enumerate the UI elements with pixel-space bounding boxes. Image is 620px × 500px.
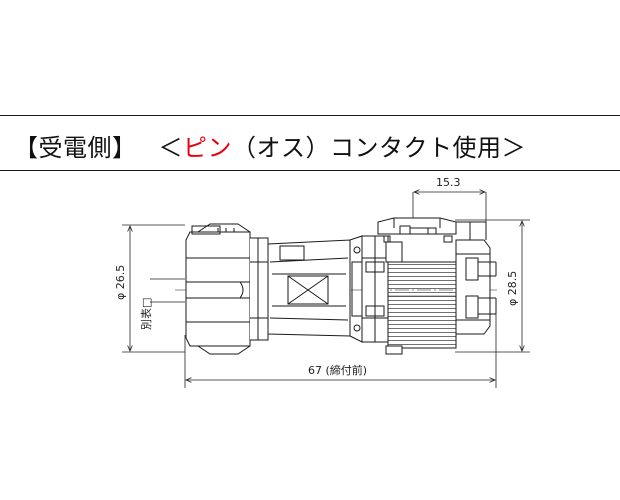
dim-right-diameter-label: φ 28.5 [506,271,519,306]
top-rule [0,115,620,116]
dim-top-width-label: 15.3 [436,176,461,189]
dim-left-diameter [122,224,185,353]
dim-side-note: 別表□ [139,298,153,330]
title-type-label: ピン [183,133,232,162]
connector-body [175,217,500,355]
title-rest: （オス）コンタクト使用＞ [232,133,526,162]
dim-right-diameter [455,219,530,353]
dim-total-length [184,300,497,388]
title-open-bracket: ＜ [158,133,183,162]
dim-left-diameter-label: φ 26.5 [114,265,127,300]
dim-total-length-label: 67 (締付前) [308,363,367,377]
title-bracket-label: 【受電側】 [14,133,137,162]
dim-top-width [412,192,487,222]
title-bar: 【受電側】 ＜ ピン （オス）コンタクト使用＞ [0,125,620,165]
bottom-rule [0,170,620,171]
